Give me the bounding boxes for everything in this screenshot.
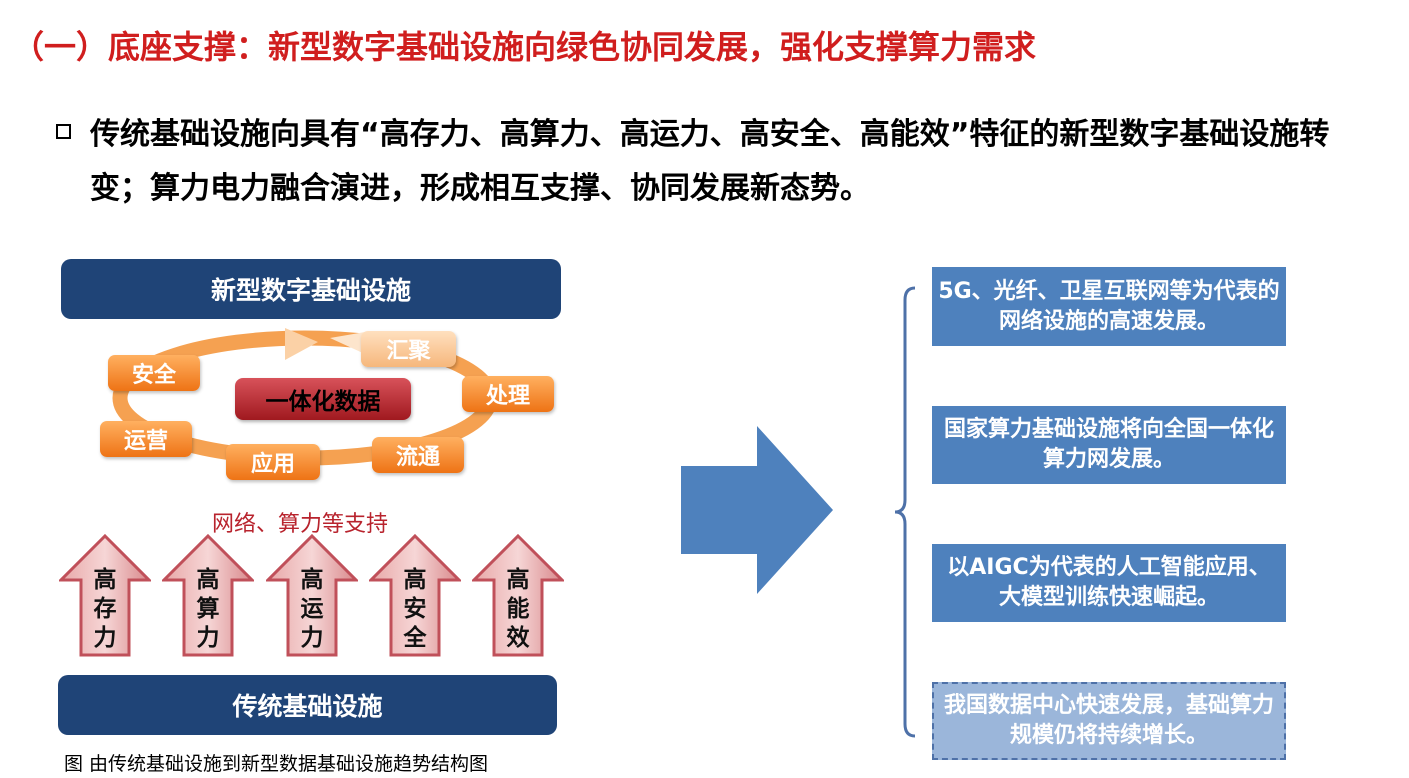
trend-box-network: 5G、光纤、卫星互联网等为代表的网络设施的高速发展。 [932,267,1286,346]
cycle-node-process: 处理 [462,376,554,412]
up-arrow-label: 高安全 [403,567,427,651]
up-arrow-label: 高能效 [506,567,530,651]
up-arrow-label: 高算力 [196,567,220,651]
up-arrow-icon [367,533,463,657]
cycle-node-operate: 运营 [100,421,192,457]
up-arrow-icon [57,533,153,657]
up-arrow-icon [470,533,566,657]
up-arrow-icon [264,533,360,657]
left-bracket-icon [894,286,916,738]
up-arrow-icon [160,533,256,657]
up-arrow-compute: 高算力 [160,533,256,657]
right-arrow-icon [681,426,833,594]
up-arrow-efficiency: 高能效 [470,533,566,657]
up-arrow-label: 高存力 [93,567,117,651]
cycle-node-aggregate: 汇聚 [361,331,456,367]
up-arrow-storage: 高存力 [57,533,153,657]
trend-box-aigc: 以AIGC为代表的人工智能应用、大模型训练快速崛起。 [932,544,1286,622]
bullet-square-icon [56,124,71,139]
trend-box-national-compute: 国家算力基础设施将向全国一体化算力网发展。 [932,406,1286,484]
cycle-node-circulate: 流通 [372,437,464,473]
trend-box-datacenter: 我国数据中心快速发展，基础算力规模仍将持续增长。 [932,682,1286,760]
page-title: （一）底座支撑：新型数字基础设施向绿色协同发展，强化支撑算力需求 [12,28,1037,66]
cycle-node-apply: 应用 [226,444,320,480]
traditional-infrastructure-box: 传统基础设施 [58,675,557,735]
bullet-text: 传统基础设施向具有“高存力、高算力、高运力、高安全、高能效”特征的新型数字基础设… [90,117,1330,206]
up-arrow-label: 高运力 [300,567,324,651]
new-digital-infrastructure-box: 新型数字基础设施 [61,259,561,319]
cycle-arrowhead-icon [285,328,318,360]
up-arrow-transport: 高运力 [264,533,360,657]
integrated-data-box: 一体化数据 [235,378,411,420]
cycle-arrowhead-icon [330,332,365,354]
figure-caption: 图 由传统基础设施到新型数据基础设施趋势结构图 [64,753,489,775]
cycle-node-security: 安全 [108,355,200,391]
support-label: 网络、算力等支持 [212,512,389,537]
up-arrow-security: 高安全 [367,533,463,657]
